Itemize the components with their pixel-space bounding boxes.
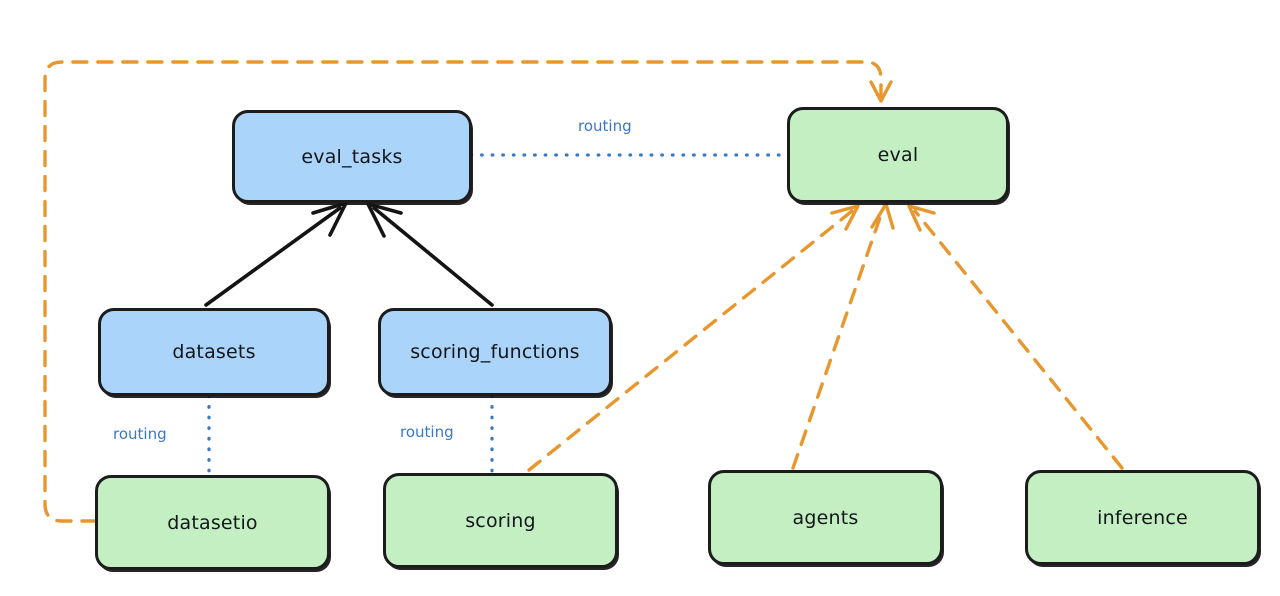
node-eval[interactable]: eval bbox=[787, 107, 1009, 203]
node-datasets[interactable]: datasets bbox=[98, 308, 330, 396]
edge-agents-eval bbox=[791, 202, 895, 470]
node-datasetio[interactable]: datasetio bbox=[95, 475, 330, 570]
node-eval-tasks[interactable]: eval_tasks bbox=[232, 110, 472, 203]
edge-datasets-eval_tasks bbox=[204, 201, 348, 307]
node-label-eval-tasks: eval_tasks bbox=[301, 145, 403, 168]
edge-scoring-eval bbox=[527, 204, 860, 472]
edge-label-routing-scoring: routing bbox=[400, 423, 454, 441]
node-label-inference: inference bbox=[1097, 506, 1188, 529]
edge-inference-eval bbox=[907, 204, 1124, 470]
edge-datasetio-eval bbox=[43, 60, 893, 523]
node-label-datasets: datasets bbox=[172, 341, 256, 363]
node-agents[interactable]: agents bbox=[708, 470, 943, 565]
node-label-scoring-functions: scoring_functions bbox=[410, 341, 580, 363]
node-inference[interactable]: inference bbox=[1025, 470, 1260, 565]
node-scoring[interactable]: scoring bbox=[383, 473, 618, 568]
node-label-agents: agents bbox=[792, 506, 859, 529]
node-label-scoring: scoring bbox=[465, 509, 536, 532]
node-label-eval: eval bbox=[877, 144, 919, 166]
edge-label-routing-eval: routing bbox=[578, 117, 632, 135]
node-label-datasetio: datasetio bbox=[167, 511, 258, 534]
edge-label-routing-datasetio: routing bbox=[113, 425, 167, 443]
node-scoring-functions[interactable]: scoring_functions bbox=[378, 308, 612, 396]
edge-scoring_functions-eval_tasks bbox=[366, 202, 494, 307]
